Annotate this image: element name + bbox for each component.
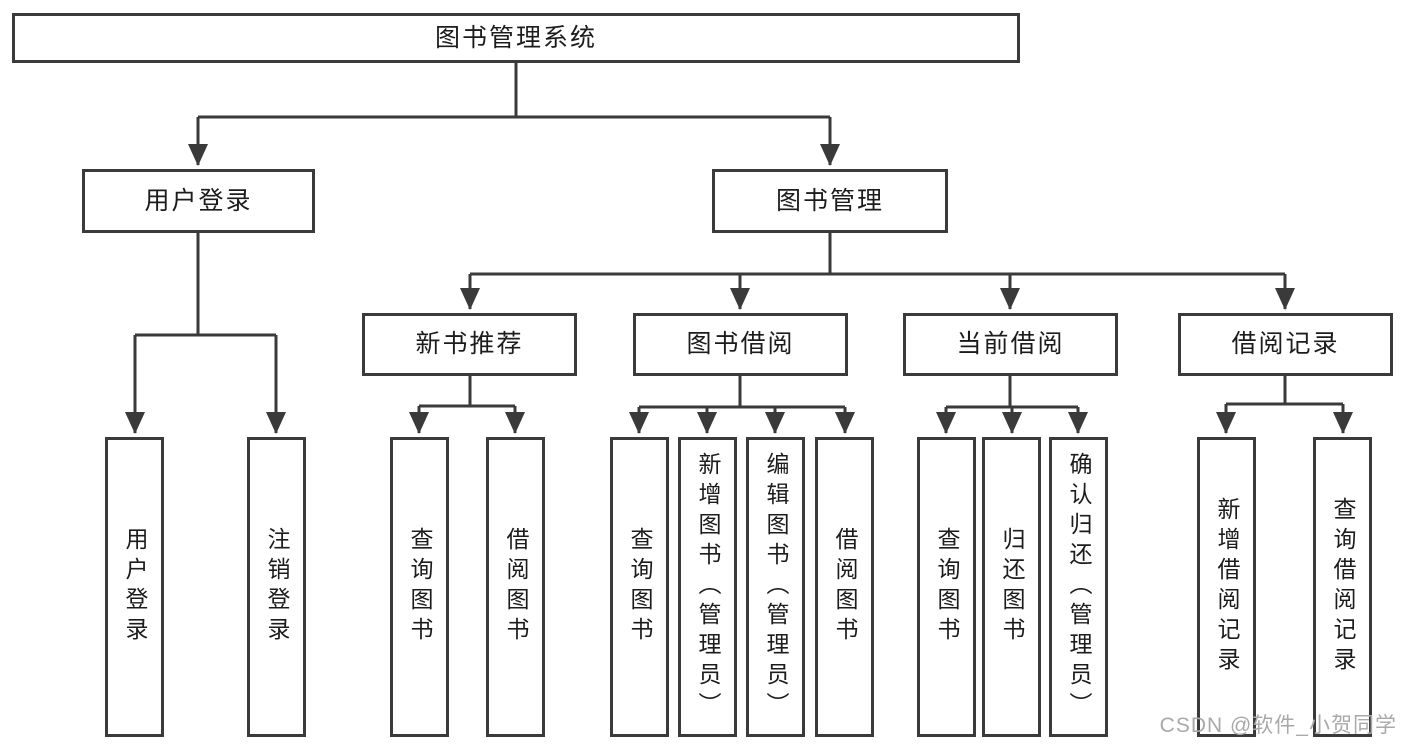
leaf-confirm-return-admin: 确认归还（管理员） bbox=[1049, 437, 1108, 737]
leaf-borrow-books-recommend: 借阅图书 bbox=[486, 437, 545, 737]
node-book-borrow: 图书借阅 bbox=[633, 313, 848, 376]
leaf-return-books: 归还图书 bbox=[982, 437, 1041, 737]
leaf-query-books-borrow: 查询图书 bbox=[610, 437, 669, 737]
node-library-management-system: 图书管理系统 bbox=[12, 13, 1020, 63]
node-new-book-recommend: 新书推荐 bbox=[362, 313, 577, 376]
leaf-edit-books-admin: 编辑图书（管理员） bbox=[746, 437, 805, 737]
node-user-login: 用户登录 bbox=[82, 169, 315, 233]
node-borrow-records: 借阅记录 bbox=[1178, 313, 1393, 376]
leaf-borrow-books: 借阅图书 bbox=[815, 437, 874, 737]
node-current-borrow: 当前借阅 bbox=[903, 313, 1118, 376]
leaf-add-books-admin: 新增图书（管理员） bbox=[678, 437, 737, 737]
leaf-logout: 注销登录 bbox=[247, 437, 306, 737]
csdn-watermark: CSDN @软件_小贺同学 bbox=[1159, 714, 1397, 737]
leaf-add-borrow-record: 新增借阅记录 bbox=[1197, 437, 1256, 737]
leaf-query-books-current: 查询图书 bbox=[917, 437, 976, 737]
leaf-user-login: 用户登录 bbox=[105, 437, 164, 737]
leaf-query-borrow-record: 查询借阅记录 bbox=[1313, 437, 1372, 737]
leaf-query-books-recommend: 查询图书 bbox=[390, 437, 449, 737]
node-book-management: 图书管理 bbox=[712, 169, 948, 233]
